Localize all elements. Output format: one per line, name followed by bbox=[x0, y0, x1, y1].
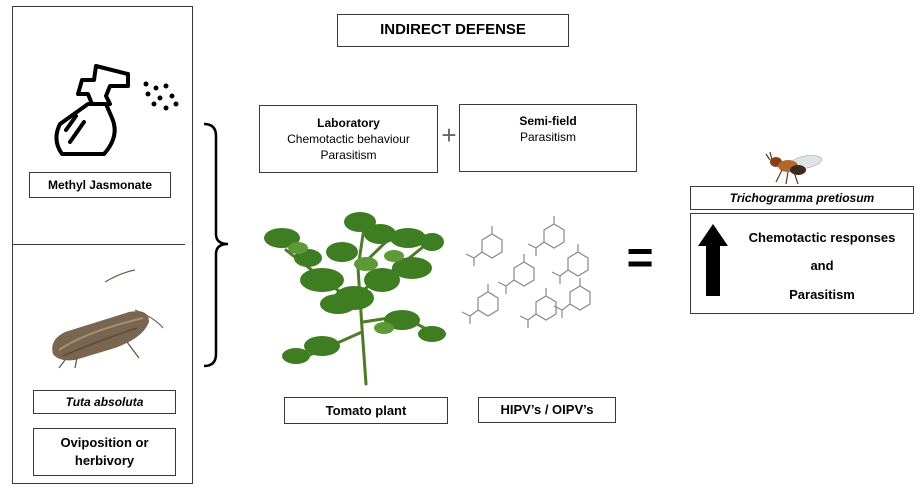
tuta-absoluta-label: Tuta absoluta bbox=[33, 390, 176, 414]
semi-field-line-1: Parasitism bbox=[519, 130, 576, 145]
semi-field-heading: Semi-field bbox=[519, 114, 577, 128]
result-line-1: Chemotactic responses bbox=[748, 230, 896, 245]
laboratory-line-1: Chemotactic behaviour bbox=[287, 131, 410, 146]
semi-field-box: Semi-field Parasitism bbox=[459, 104, 637, 172]
molecule-icon bbox=[461, 215, 591, 329]
oviposition-label: Oviposition or herbivory bbox=[33, 428, 176, 476]
brace-icon bbox=[203, 122, 229, 368]
spray-bottle-icon bbox=[54, 64, 179, 156]
left-panel-divider bbox=[12, 244, 185, 245]
equals-sign: = bbox=[626, 231, 654, 283]
result-line-2: and bbox=[810, 258, 834, 273]
laboratory-heading: Laboratory bbox=[317, 115, 380, 130]
tomato-plant-icon bbox=[264, 212, 446, 386]
trichogramma-label: Trichogramma pretiosum bbox=[690, 186, 914, 210]
tomato-plant-label: Tomato plant bbox=[284, 397, 448, 424]
up-arrow-icon bbox=[698, 224, 728, 296]
diagram-title: INDIRECT DEFENSE bbox=[337, 14, 569, 47]
result-box bbox=[690, 213, 914, 314]
plus-sign: + bbox=[441, 120, 457, 150]
volatiles-label: HIPV’s / OIPV’s bbox=[478, 397, 616, 423]
laboratory-line-2: Parasitism bbox=[320, 148, 377, 163]
laboratory-box: Laboratory Chemotactic behaviour Parasit… bbox=[259, 105, 438, 173]
wasp-icon bbox=[765, 151, 823, 185]
result-line-3: Parasitism bbox=[789, 287, 855, 302]
methyl-jasmonate-label: Methyl Jasmonate bbox=[29, 172, 171, 198]
moth-icon bbox=[52, 269, 164, 369]
left-panel bbox=[12, 6, 193, 484]
